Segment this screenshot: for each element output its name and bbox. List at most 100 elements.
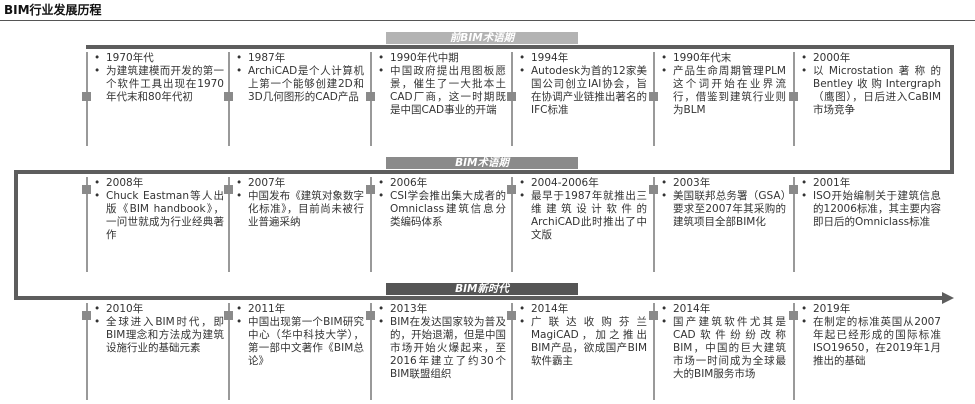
- event-description: 中国政府提出甩图板愿景，催生了一大批本土CAD厂商，这一时期既是中国CAD事业的…: [390, 65, 506, 116]
- event-description: Chuck Eastman等人出版《BIM handbook》，一问世就成为行业…: [106, 190, 224, 241]
- era-label-bim-term: BIM术语期: [386, 157, 578, 169]
- event-description: Autodesk为首的12家美国公司创立IAI协会，旨在协调产业链推出著名的IF…: [531, 65, 647, 116]
- bullet-icon: •: [661, 316, 668, 328]
- event-text: •1987年•ArchiCAD是个人计算机上第一个能够创建2D和3D几何图形的C…: [236, 52, 364, 104]
- event-marker-icon: [366, 92, 375, 101]
- event-marker-icon: [224, 185, 233, 194]
- timeline-line-2: [14, 170, 954, 174]
- bullet-icon: •: [94, 177, 101, 189]
- event-year: 2008年: [106, 177, 144, 189]
- bullet-icon: •: [94, 190, 101, 202]
- event-bar: [511, 303, 513, 400]
- event-year: 2019年: [813, 303, 851, 315]
- bullet-icon: •: [519, 190, 526, 202]
- event-description: 国产建筑软件尤其是CAD软件纷纷改称BIM，中国的巨大建筑市场一时间成为全球最大…: [673, 316, 786, 380]
- bullet-icon: •: [94, 65, 101, 77]
- event-marker-icon: [82, 185, 91, 194]
- event-text: • 1990年代末 • 产品生命周期管理PLM这个词开始在业界流行，借鉴到建筑行业则为…: [661, 52, 786, 117]
- event-text: •2003年•美国联邦总务署（GSA）要求至2007年其采购的建筑项目全部BIM…: [661, 177, 786, 229]
- bullet-icon: •: [519, 316, 526, 328]
- bullet-icon: •: [661, 65, 668, 77]
- event-bar: [86, 177, 88, 272]
- event-bar: [793, 177, 795, 272]
- event-year: 1987年: [248, 52, 286, 64]
- event-marker-icon: [82, 92, 91, 101]
- bullet-icon: •: [378, 316, 385, 328]
- bullet-icon: •: [378, 190, 385, 202]
- bullet-icon: •: [801, 316, 808, 328]
- bullet-icon: •: [236, 52, 243, 64]
- event-text: •2014年•国产建筑软件尤其是CAD软件纷纷改称BIM，中国的巨大建筑市场一时…: [661, 303, 786, 381]
- event-marker-icon: [82, 311, 91, 320]
- event-text: • 2004-2006年 • 最早于1987年就推出三维建筑设计软件的ArchiCAD…: [519, 177, 647, 242]
- bullet-icon: •: [94, 52, 101, 64]
- bullet-icon: •: [801, 303, 808, 315]
- event-text: •2013年•BIM在发达国家较为普及的，开始退潮，但是中国市场开始火爆起来，至…: [378, 303, 506, 381]
- page-title: BIM行业发展历程: [4, 3, 102, 17]
- bullet-icon: •: [801, 65, 808, 77]
- timeline-connector-right: [950, 45, 954, 174]
- event-marker-icon: [789, 185, 798, 194]
- event-year: 2014年: [673, 303, 711, 315]
- event-bar: [511, 177, 513, 272]
- event-marker-icon: [507, 311, 516, 320]
- event-marker-icon: [224, 311, 233, 320]
- event-year: 1994年: [531, 52, 569, 64]
- bullet-icon: •: [236, 303, 243, 315]
- event-description: 最早于1987年就推出三维建筑设计软件的ArchiCAD此时推出了中文版: [531, 190, 647, 241]
- event-year: 2004-2006年: [531, 177, 599, 189]
- event-year: 2010年: [106, 303, 144, 315]
- event-description: 为建筑建模而开发的第一个软件工具出现在1970年代末和80年代初: [106, 65, 224, 103]
- event-year: 2006年: [390, 177, 428, 189]
- bullet-icon: •: [661, 190, 668, 202]
- event-marker-icon: [224, 92, 233, 101]
- event-description: 产品生命周期管理PLM这个词开始在业界流行，借鉴到建筑行业则为BLM: [673, 65, 786, 116]
- event-text: •1990年代中期•中国政府提出甩图板愿景，催生了一大批本土CAD厂商，这一时期…: [378, 52, 506, 117]
- bullet-icon: •: [801, 177, 808, 189]
- event-year: 2001年: [813, 177, 851, 189]
- event-text: • 2008年 • Chuck Eastman等人出版《BIM handbook》，一…: [94, 177, 224, 242]
- era-label-pre-bim: 前BIM术语期: [386, 32, 578, 44]
- event-description: 美国联邦总务署（GSA）要求至2007年其采购的建筑项目全部BIM化: [673, 190, 786, 228]
- title-divider: [0, 20, 975, 21]
- event-marker-icon: [366, 311, 375, 320]
- event-marker-icon: [649, 92, 658, 101]
- event-bar: [653, 303, 655, 400]
- bullet-icon: •: [661, 177, 668, 189]
- event-year: 1990年代中期: [390, 52, 459, 64]
- event-text: •1970年代•为建筑建模而开发的第一个软件工具出现在1970年代末和80年代初: [94, 52, 224, 104]
- event-description: 广联达收购芬兰MagiCAD，加之推出BIM产品，欲成国产BIM软件霸主: [531, 316, 647, 367]
- bullet-icon: •: [801, 52, 808, 64]
- era-label-bim-new-era: BIM新时代: [386, 283, 578, 295]
- event-marker-icon: [366, 185, 375, 194]
- event-bar: [228, 177, 230, 272]
- event-description: CSI学会推出集大成者的Omniclass建筑信息分类编码体系: [390, 190, 506, 228]
- timeline-connector-left: [14, 170, 18, 300]
- bullet-icon: •: [519, 52, 526, 64]
- bullet-icon: •: [236, 177, 243, 189]
- bullet-icon: •: [236, 65, 243, 77]
- event-year: 1990年代末: [673, 52, 732, 64]
- event-bar: [228, 303, 230, 400]
- bullet-icon: •: [801, 190, 808, 202]
- event-description: 中国出现第一个BIM研究中心（华中科技大学），第一部中文著作《BIM总论》: [248, 316, 364, 367]
- event-year: 2007年: [248, 177, 286, 189]
- event-description: 中国发布《建筑对象数字化标准》，目前尚未被行业普遍采纳: [248, 190, 364, 228]
- bullet-icon: •: [236, 316, 243, 328]
- event-description: 以Microstation著称的Bentley收购Intergraph（鹰图），…: [813, 65, 941, 116]
- event-text: • 2011年 • 中国出现第一个BIM研究中心（华中科技大学），第一部中文著作《BI…: [236, 303, 364, 368]
- bullet-icon: •: [519, 303, 526, 315]
- event-text: •2000年•以Microstation著称的Bentley收购Intergra…: [801, 52, 941, 117]
- bullet-icon: •: [519, 177, 526, 189]
- event-year: 2011年: [248, 303, 286, 315]
- event-bar: [86, 303, 88, 400]
- event-bar: [653, 177, 655, 272]
- event-description: 在制定的标准英国从2007年起已经形成的国际标准ISO19650，在2019年1…: [813, 316, 941, 367]
- timeline-arrow-icon: [942, 292, 954, 304]
- bullet-icon: •: [661, 52, 668, 64]
- bullet-icon: •: [378, 65, 385, 77]
- event-bar: [793, 303, 795, 400]
- bullet-icon: •: [94, 303, 101, 315]
- timeline-line-1: [86, 45, 954, 49]
- event-year: 2013年: [390, 303, 428, 315]
